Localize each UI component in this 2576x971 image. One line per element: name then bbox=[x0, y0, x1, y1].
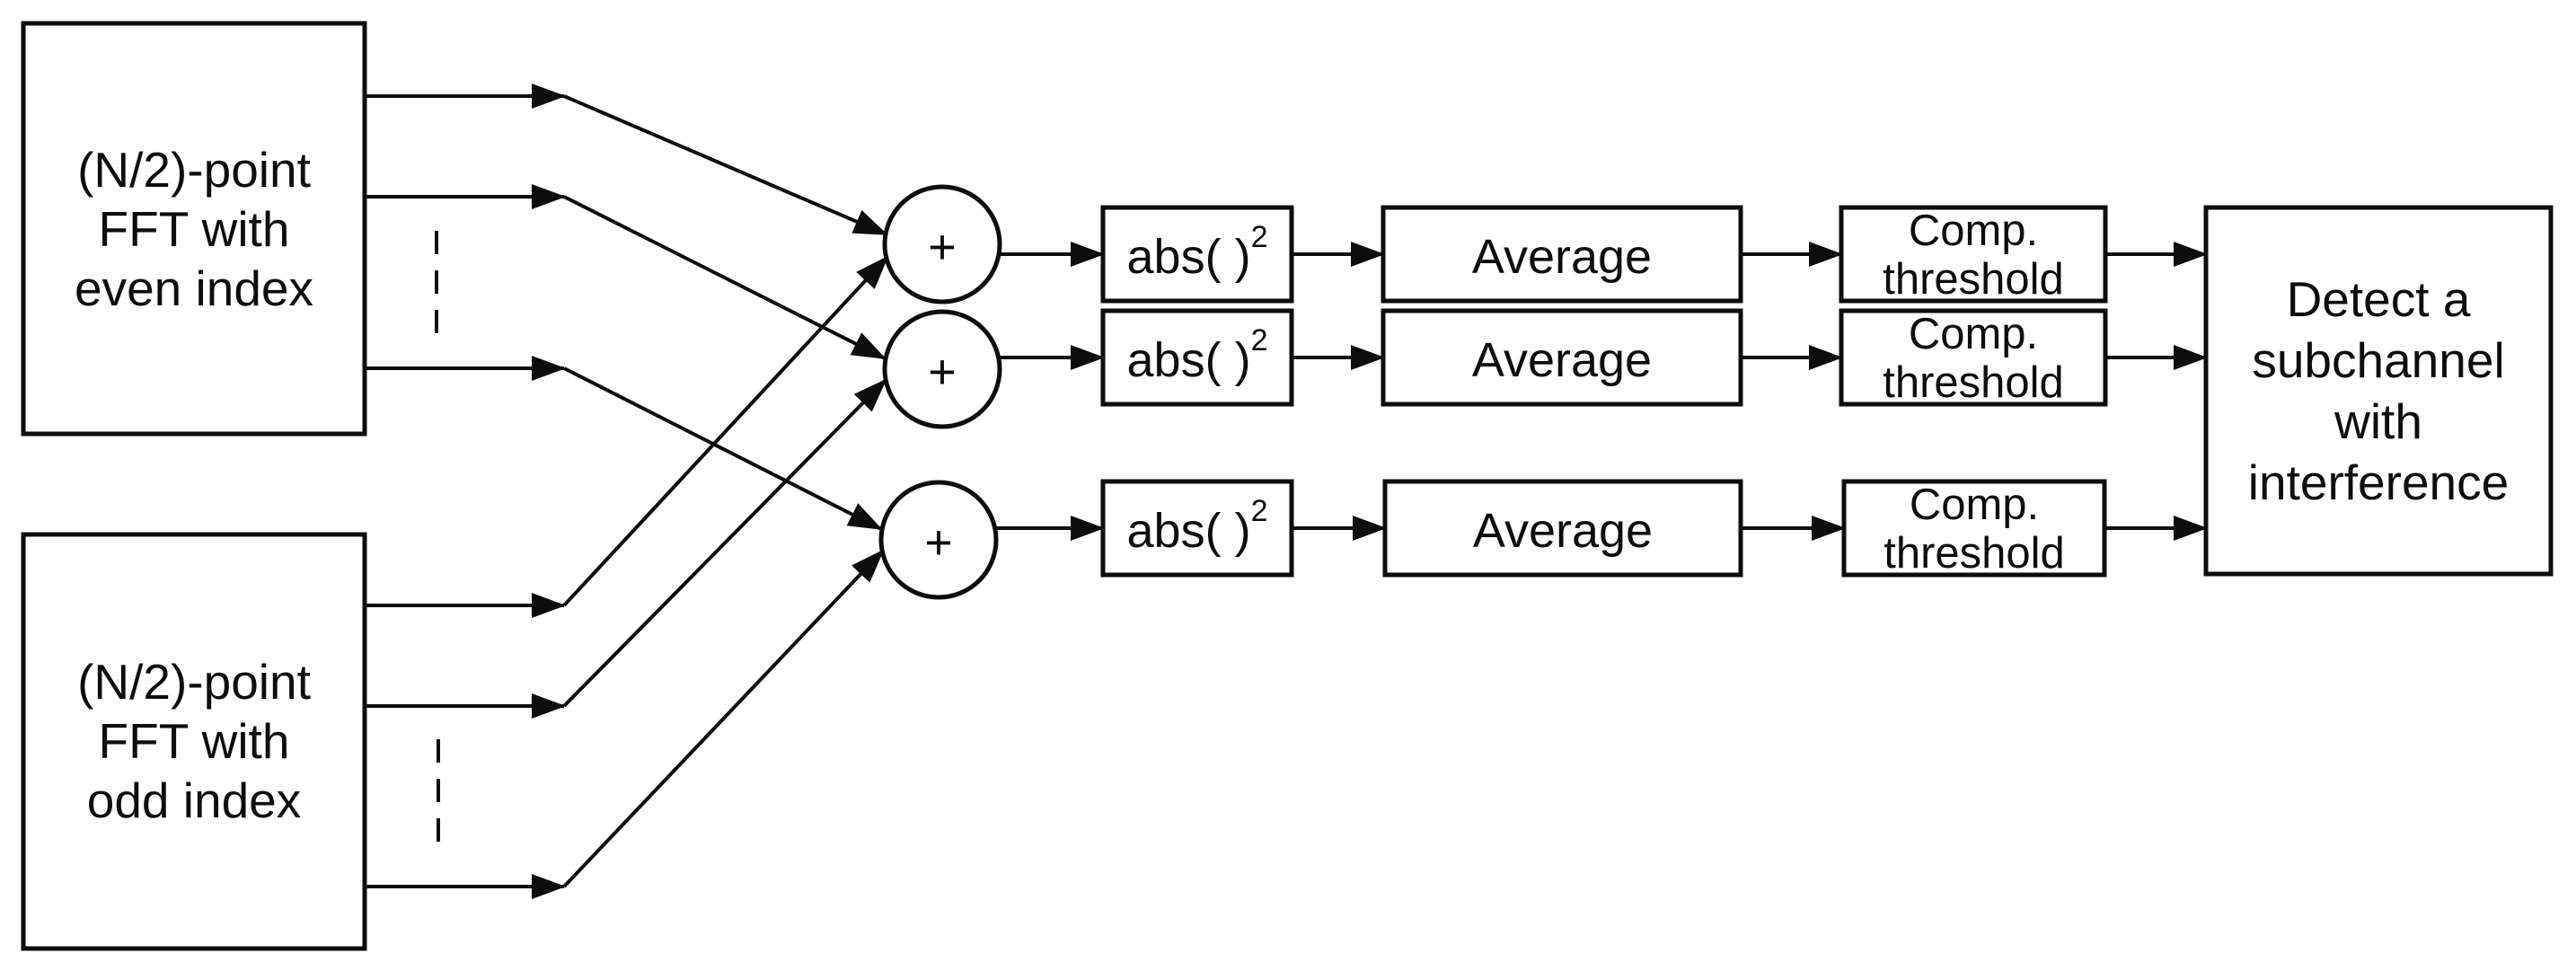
odd-fft-label-line2: FFT with bbox=[99, 713, 290, 769]
adder-circle-3 bbox=[878, 480, 999, 600]
abs-label-base-2: abs( ) bbox=[1127, 333, 1251, 387]
odd-fft-label-line3: odd index bbox=[87, 772, 302, 828]
odd-fft-label-line1: (N/2)-point bbox=[77, 654, 311, 710]
abs-label-1: abs( )2 bbox=[1127, 220, 1268, 284]
adder-circle-2 bbox=[882, 309, 1002, 429]
odd-fft-box bbox=[21, 532, 367, 951]
adder-plus-3: + bbox=[924, 516, 953, 569]
average-label-3: Average bbox=[1473, 504, 1653, 558]
abs-box-2 bbox=[1100, 308, 1294, 407]
comp-threshold-box-2 bbox=[1839, 308, 2108, 407]
abs-label-2: abs( )2 bbox=[1127, 323, 1268, 387]
comp-label-line1-1: Comp. bbox=[1909, 207, 2038, 255]
even-fft-box bbox=[21, 21, 367, 437]
detect-label-line2: subchannel bbox=[2252, 332, 2504, 388]
comp-label-line1-3: Comp. bbox=[1910, 481, 2039, 529]
abs-label-sup-2: 2 bbox=[1251, 323, 1268, 358]
wire-odd-diag-2 bbox=[562, 378, 887, 708]
average-label-2: Average bbox=[1472, 333, 1652, 387]
comp-label-line2-3: threshold bbox=[1883, 529, 2065, 578]
detect-label-line3: with bbox=[2333, 393, 2422, 449]
adder-circle-1 bbox=[882, 184, 1002, 305]
average-box-3 bbox=[1382, 479, 1743, 578]
adder-plus-2: + bbox=[928, 345, 957, 399]
abs-label-sup-3: 2 bbox=[1251, 494, 1268, 528]
average-box-2 bbox=[1381, 308, 1743, 407]
abs-label-sup-1: 2 bbox=[1251, 220, 1268, 254]
comp-threshold-box-3 bbox=[1841, 479, 2107, 578]
detect-label-line4: interference bbox=[2248, 455, 2509, 510]
comp-label-line2-1: threshold bbox=[1883, 255, 2064, 304]
abs-label-base-1: abs( ) bbox=[1127, 230, 1251, 284]
abs-label-3: abs( )2 bbox=[1127, 494, 1268, 558]
wire-even-diag-3 bbox=[563, 366, 883, 531]
even-fft-label-line2: FFT with bbox=[99, 201, 290, 257]
abs-label-base-3: abs( ) bbox=[1127, 504, 1251, 558]
even-fft-label-line3: even index bbox=[75, 260, 313, 316]
detect-box bbox=[2203, 205, 2554, 577]
average-box-1 bbox=[1381, 205, 1743, 304]
detect-label-line1: Detect a bbox=[2287, 271, 2471, 327]
wire-even-diag-2 bbox=[563, 195, 887, 360]
wire-odd-diag-1 bbox=[562, 255, 889, 607]
comp-label-line2-2: threshold bbox=[1883, 358, 2064, 407]
adder-plus-1: + bbox=[928, 220, 957, 274]
comp-label-line1-2: Comp. bbox=[1909, 310, 2038, 358]
wire-even-diag-1 bbox=[563, 94, 888, 236]
average-label-1: Average bbox=[1472, 230, 1652, 284]
wire-odd-diag-3 bbox=[562, 549, 885, 888]
even-fft-label-line1: (N/2)-point bbox=[77, 142, 311, 198]
